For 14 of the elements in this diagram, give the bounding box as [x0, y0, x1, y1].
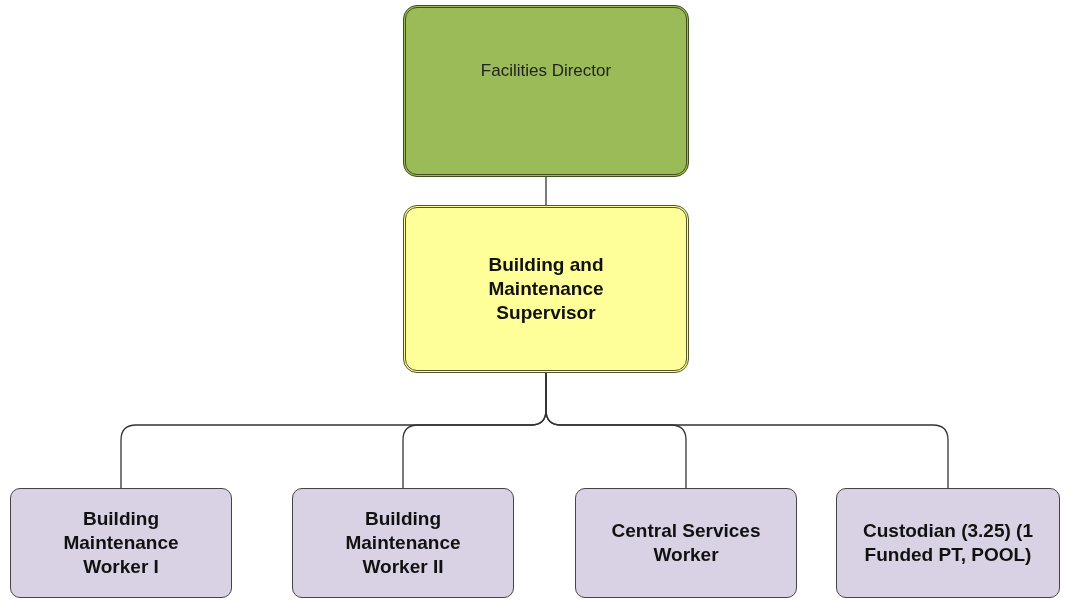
position-box — [292, 488, 514, 598]
position-title: Building Maintenance Worker II — [344, 507, 462, 579]
supervisor-box — [403, 205, 689, 373]
position-title: Central Services Worker — [610, 519, 762, 567]
connector-line — [545, 176, 547, 206]
position-title: Building Maintenance Worker I — [62, 507, 180, 579]
position-title: Facilities Director — [480, 60, 612, 83]
position-box — [575, 488, 797, 598]
position-title: Building and Maintenance Supervisor — [487, 253, 605, 325]
position-box — [10, 488, 232, 598]
position-title: Custodian (3.25) (1 Funded PT, POOL) — [862, 519, 1034, 567]
director-box — [403, 5, 689, 177]
position-box — [836, 488, 1060, 598]
connector-line — [545, 372, 949, 489]
